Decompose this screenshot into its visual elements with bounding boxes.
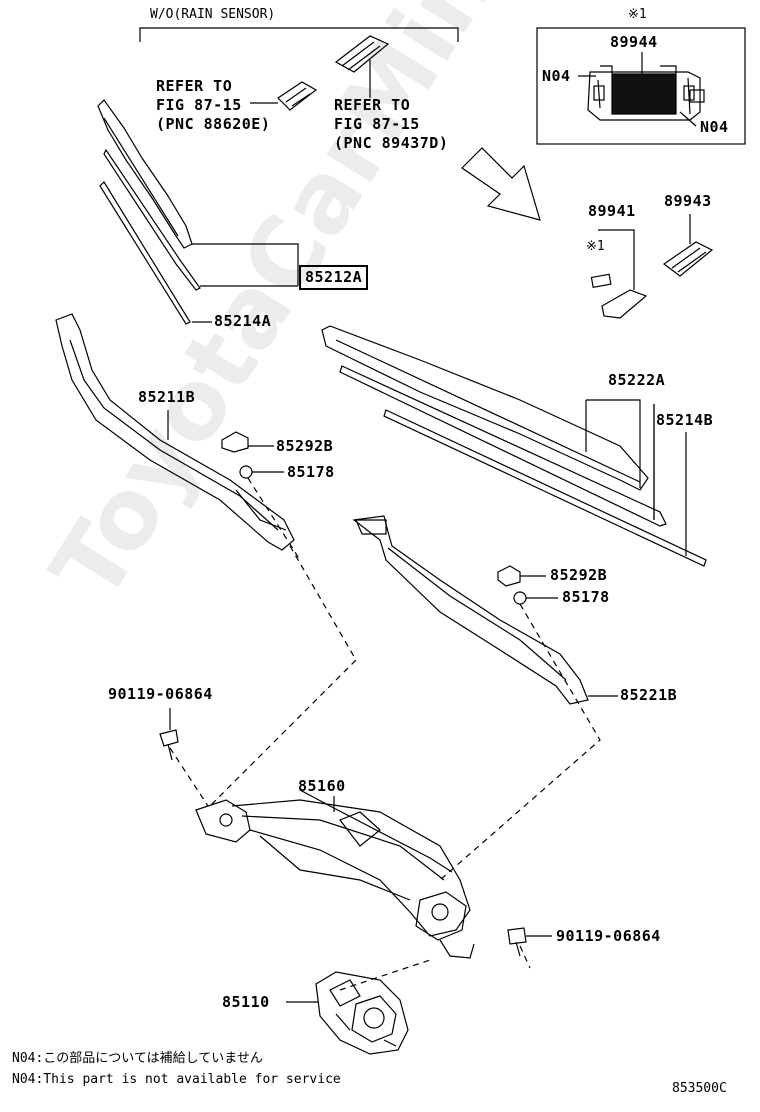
ref2-line3[interactable]: (PNC 89437D): [334, 134, 449, 152]
note-english: N04:This part is not available for servi…: [12, 1072, 341, 1087]
leader-89941: [598, 229, 635, 290]
part-85160-label[interactable]: 85160: [298, 777, 346, 795]
part-85212A-label-highlighted[interactable]: 85212A: [299, 265, 369, 290]
part-89943-label[interactable]: 89943: [664, 192, 712, 210]
alignment-dashes: [169, 477, 601, 991]
note-japanese: N04:この部品については補給していません: [12, 1051, 263, 1066]
leader-85212A: [192, 243, 299, 287]
rain-sensor-bracket-icon: [587, 65, 705, 121]
reference-mark-inline: ※1: [586, 239, 605, 254]
linkage-85160-icon: [195, 789, 475, 959]
direction-arrow: [461, 147, 541, 221]
part-85178-label-2[interactable]: 85178: [562, 588, 610, 606]
n04-right-label: N04: [700, 118, 729, 136]
arm-85211B-icon: [55, 313, 295, 551]
wo-rain-sensor-label: W/O(RAIN SENSOR): [150, 7, 276, 22]
part-90119-label-2[interactable]: 90119-06864: [556, 927, 661, 945]
part-89941-label[interactable]: 89941: [588, 202, 636, 220]
part-85222A-label[interactable]: 85222A: [608, 371, 666, 389]
cap-85292B-1-icon: [221, 431, 249, 453]
part-85292B-label-2[interactable]: 85292B: [550, 566, 608, 584]
nut-85178-1-icon: [239, 465, 253, 479]
ref1-line3[interactable]: (PNC 88620E): [156, 115, 271, 133]
figure-code: 853500C: [672, 1081, 727, 1096]
nut-85178-2-icon: [513, 591, 527, 605]
blade-85222A-icon: [321, 325, 707, 567]
clip-89941-icon: [590, 273, 648, 319]
inset-box: [536, 27, 746, 145]
ref1-line1: REFER TO: [156, 77, 233, 95]
rain-sensor-bracket-line: [139, 27, 459, 42]
part-90119-label-1[interactable]: 90119-06864: [108, 685, 213, 703]
ref2-line1: REFER TO: [334, 96, 411, 114]
clip-89943-icon: [662, 241, 714, 277]
part-89944-label[interactable]: 89944: [610, 33, 658, 51]
ref1-line2: FIG 87-15: [156, 96, 242, 114]
blade-85212A-icon: [97, 99, 201, 325]
n04-left-label: N04: [542, 67, 571, 85]
bolt-90119-2-icon: [507, 927, 527, 957]
part-85178-label-1[interactable]: 85178: [287, 463, 335, 481]
part-85211B-label[interactable]: 85211B: [138, 388, 196, 406]
part-85292B-label-1[interactable]: 85292B: [276, 437, 334, 455]
reference-mark-top: ※1: [628, 7, 647, 22]
cap-85292B-2-icon: [497, 565, 521, 587]
arm-85221B-icon: [352, 515, 589, 705]
clip-88620E-icon: [277, 81, 318, 111]
part-85110-label[interactable]: 85110: [222, 993, 270, 1011]
part-85214B-label[interactable]: 85214B: [656, 411, 714, 429]
ref2-line2: FIG 87-15: [334, 115, 420, 133]
part-85221B-label[interactable]: 85221B: [620, 686, 678, 704]
motor-85110-icon: [315, 971, 409, 1055]
bolt-90119-1-icon: [159, 729, 179, 761]
part-85214A-label[interactable]: 85214A: [214, 312, 272, 330]
clip-89437D-icon: [334, 35, 390, 73]
leader-n04-right: [679, 111, 697, 127]
leader-85222A-85214B: [585, 399, 687, 556]
